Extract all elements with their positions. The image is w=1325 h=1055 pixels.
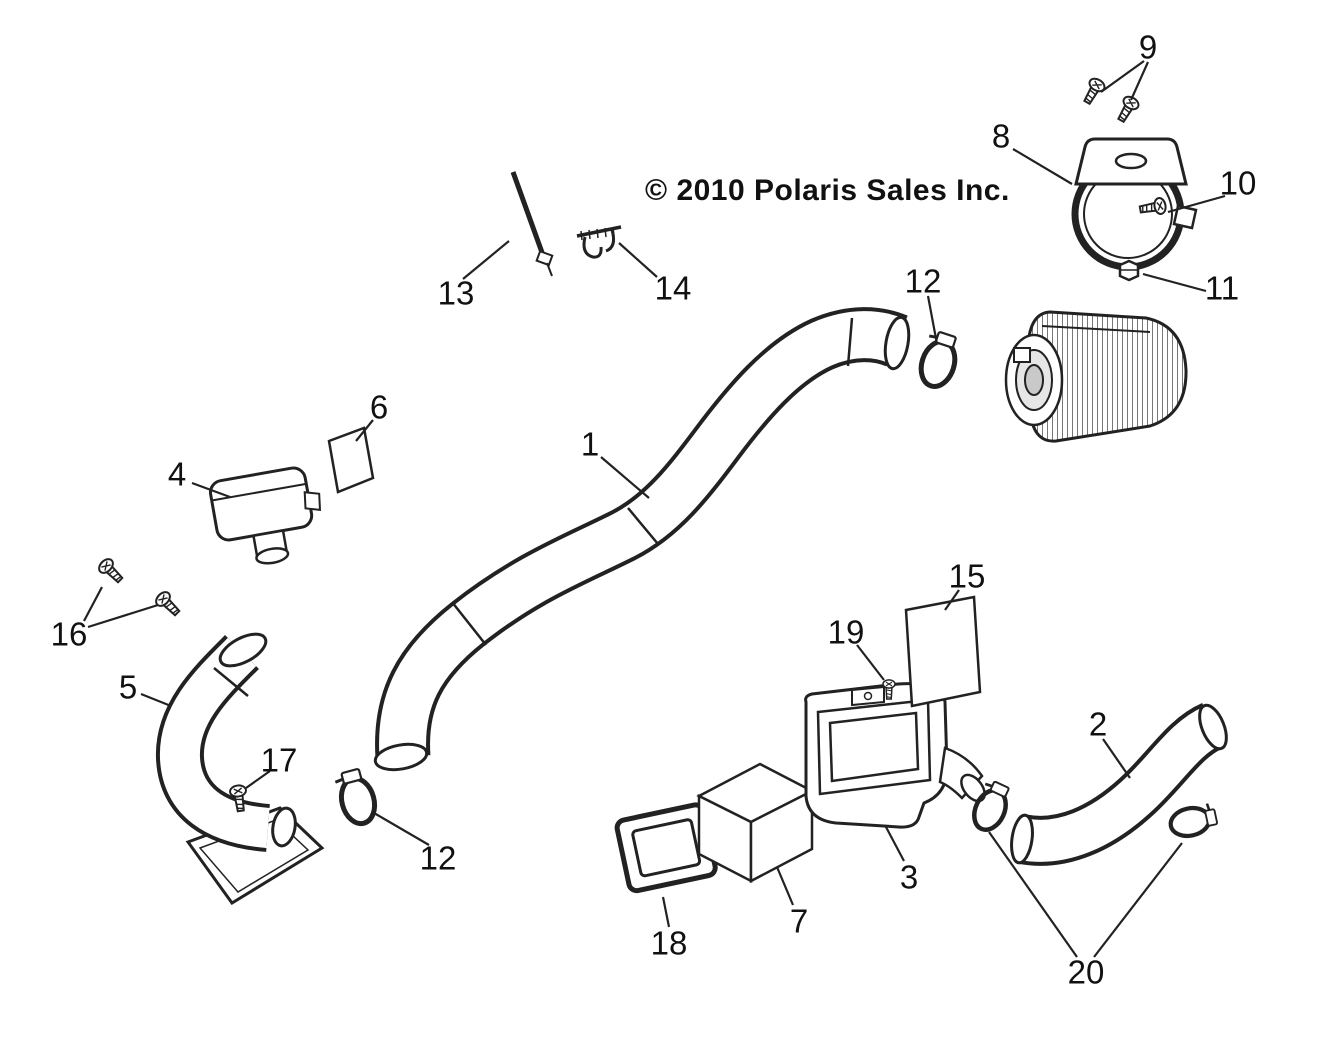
bracket-screws-part-9 [1079,75,1142,126]
leader-line-5 [140,692,172,708]
leader-lines [83,60,1226,958]
airbox-part-3 [804,682,986,829]
leader-line-4 [191,481,231,499]
leader-line-18 [661,896,671,928]
callout-4: 4 [167,455,187,493]
callout-10: 10 [1219,164,1257,202]
leader-line-10 [1167,194,1226,214]
leader-line-15 [944,589,960,611]
leader-line-1 [600,456,650,499]
callout-8: 8 [991,117,1011,155]
callout-13: 13 [437,274,475,312]
leader-line-13 [462,240,510,280]
rear-intake-duct-part-2 [1010,703,1228,866]
cable-tie-part-13 [510,171,554,277]
cvt-intake-duct-part-5 [155,632,325,906]
decal-part-15 [904,595,982,708]
callout-12: 12 [419,839,457,877]
leader-line-14 [618,242,658,278]
hose-clamp-part-12-upper [915,329,963,391]
copyright-text: © 2010 Polaris Sales Inc. [645,174,1010,207]
callout-18: 18 [650,924,688,962]
clip-part-14 [576,225,622,259]
air-filter-canister [1004,310,1188,443]
leader-line-9 [1100,60,1145,93]
callout-11: 11 [1204,269,1240,307]
leader-line-17 [245,770,271,789]
leader-line-20 [1093,842,1183,958]
leader-line-11 [1142,272,1207,293]
callout-16: 16 [50,615,88,653]
callout-15: 15 [948,557,986,595]
callout-20: 20 [1067,953,1105,991]
callout-5: 5 [118,668,138,706]
clamp-nut-part-11 [1118,259,1140,282]
foam-pad-part-6 [327,426,375,494]
airbox-seal-part-18 [614,802,718,894]
mount-screws-part-16 [95,555,184,620]
leader-line-16 [87,603,159,629]
callout-2: 2 [1088,705,1108,743]
leader-line-8 [1012,148,1073,185]
hose-clamp-part-12-lower [334,767,380,828]
leader-line-12 [373,812,430,846]
resonator-box-part-4 [208,466,322,565]
callout-6: 6 [369,388,389,426]
leader-line-7 [775,866,795,906]
leader-line-12 [926,295,939,345]
leader-line-6 [355,419,374,442]
callout-3: 3 [899,858,919,896]
leader-line-2 [1102,738,1131,779]
air-filter-element-part-7 [696,762,815,884]
leader-line-16 [83,586,103,622]
callout-9: 9 [1138,28,1158,66]
callout-19: 19 [827,613,865,651]
front-intake-duct-part-1 [373,307,911,772]
callout-1: 1 [580,425,600,463]
mount-bracket-and-clamp-part-8 [1071,137,1198,271]
clamp-screw-part-10 [1137,196,1168,219]
callout-17: 17 [260,741,298,779]
leader-line-3 [885,826,905,862]
leader-line-20 [988,831,1078,958]
leader-line-19 [856,644,885,681]
callout-12: 12 [904,262,942,300]
callout-7: 7 [789,902,809,940]
callout-14: 14 [654,269,692,307]
leader-line-9 [1129,61,1150,101]
